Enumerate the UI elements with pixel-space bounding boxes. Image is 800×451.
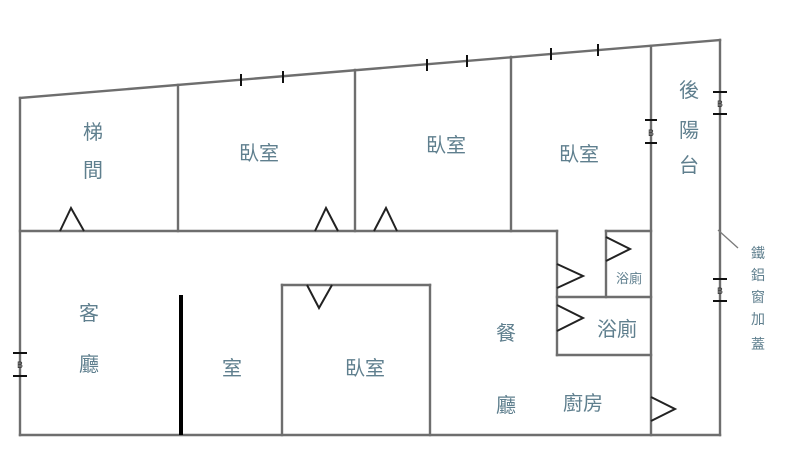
svg-text:B: B xyxy=(17,361,23,371)
b-mark-east-lower: B xyxy=(713,278,727,302)
label-bath: 浴廁 xyxy=(597,317,637,341)
annotation-5: 蓋 xyxy=(751,337,765,353)
label-bedroom-3: 臥室 xyxy=(559,142,599,166)
label-balcony-2: 陽 xyxy=(679,118,699,142)
window-marks xyxy=(240,44,599,86)
svg-text:B: B xyxy=(717,287,723,297)
label-stair-1: 梯 xyxy=(83,120,103,144)
door-marks xyxy=(59,205,678,422)
label-bedroom-4: 臥室 xyxy=(345,356,385,380)
label-balcony-3: 台 xyxy=(679,153,699,177)
annotation-3: 窗 xyxy=(751,289,765,306)
label-dining-1: 餐 xyxy=(496,321,516,345)
label-bedroom-2: 臥室 xyxy=(426,133,466,157)
label-living-2: 廳 xyxy=(79,352,99,376)
label-stair-2: 間 xyxy=(83,158,103,182)
annotation-2: 鋁 xyxy=(751,268,765,284)
annotation-1: 鐵 xyxy=(751,245,765,262)
label-balcony-1: 後 xyxy=(679,78,699,102)
north-wall xyxy=(18,38,722,100)
label-bath-small: 浴廁 xyxy=(616,271,642,287)
b-mark-east-upper: B xyxy=(713,91,727,115)
label-dining-2: 廳 xyxy=(496,393,516,417)
b-mark-balcony: B xyxy=(645,119,657,144)
label-kitchen: 廚房 xyxy=(563,391,603,415)
b-mark-west: B xyxy=(13,352,27,377)
annotation-leader xyxy=(717,229,739,249)
label-bedroom-1: 臥室 xyxy=(239,141,279,165)
label-room: 室 xyxy=(222,356,242,380)
annotation-4: 加 xyxy=(751,312,765,328)
label-living-1: 客 xyxy=(79,301,99,325)
svg-text:B: B xyxy=(717,100,723,110)
svg-text:B: B xyxy=(648,129,654,139)
